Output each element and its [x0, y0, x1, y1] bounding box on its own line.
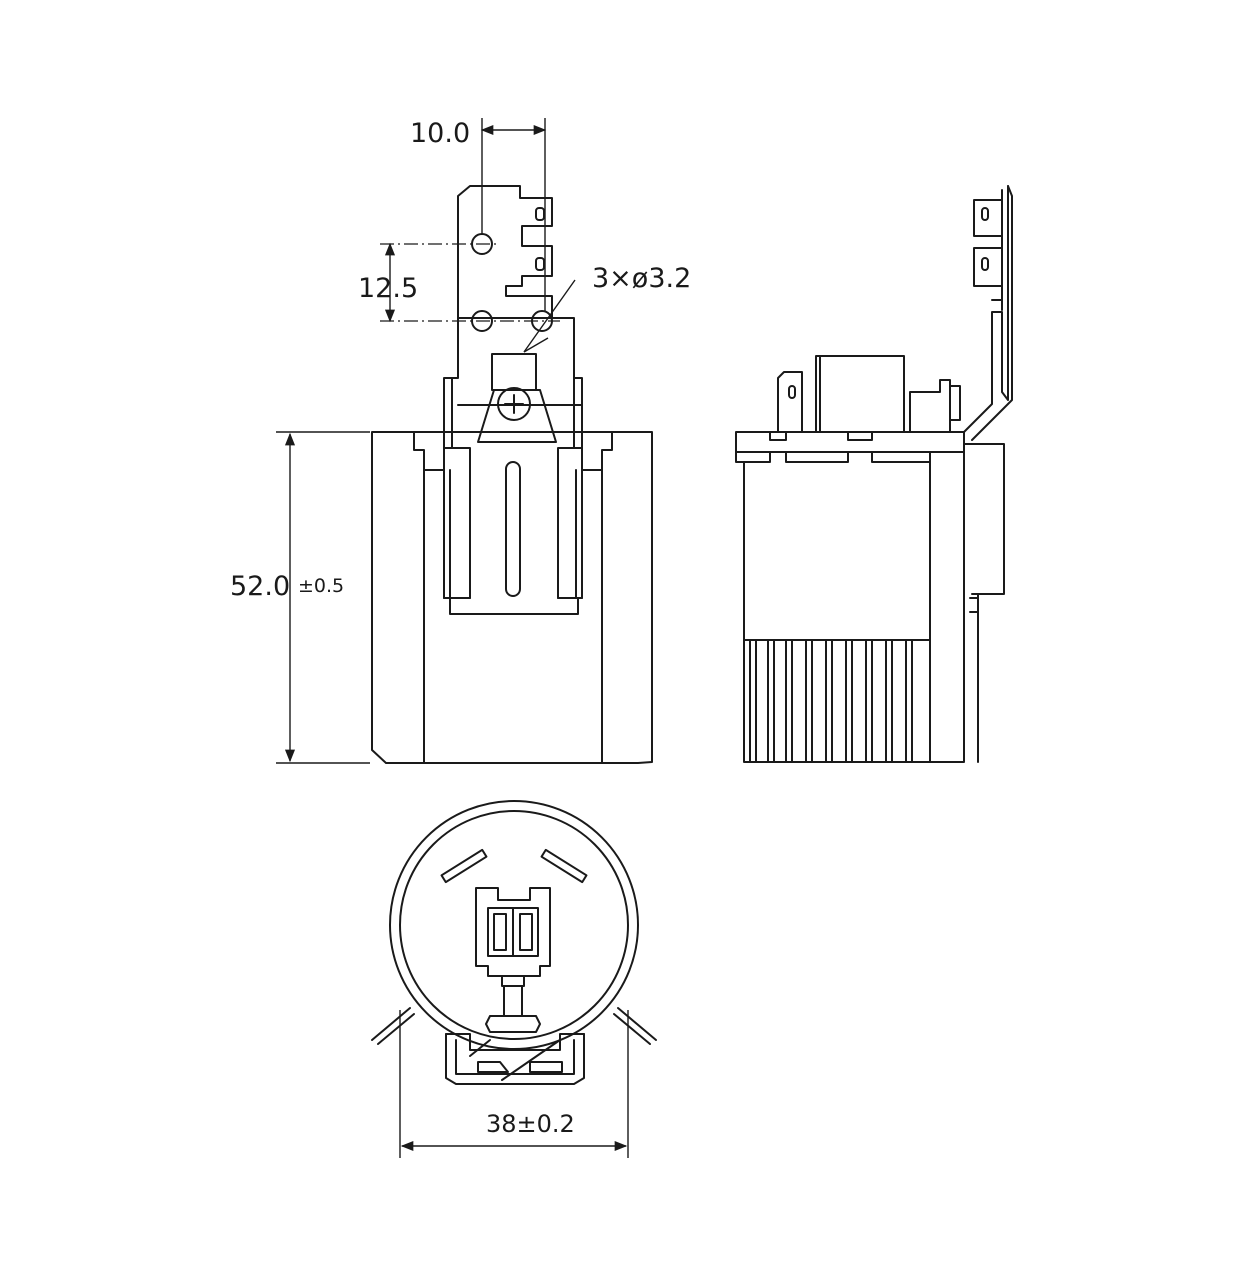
pin-pitch-label: 10.0 [410, 118, 470, 149]
bottom-view [371, 800, 657, 1158]
cooling-fins [749, 639, 913, 763]
holes-label: 3×ø3.2 [592, 263, 691, 294]
height-tolerance-label: ±0.5 [298, 575, 344, 597]
height-label: 52.0 [230, 571, 290, 602]
hole-pitch-label: 12.5 [358, 273, 418, 304]
diameter-label: 38±0.2 [486, 1110, 575, 1138]
side-view [735, 185, 1013, 763]
front-view [276, 118, 653, 764]
